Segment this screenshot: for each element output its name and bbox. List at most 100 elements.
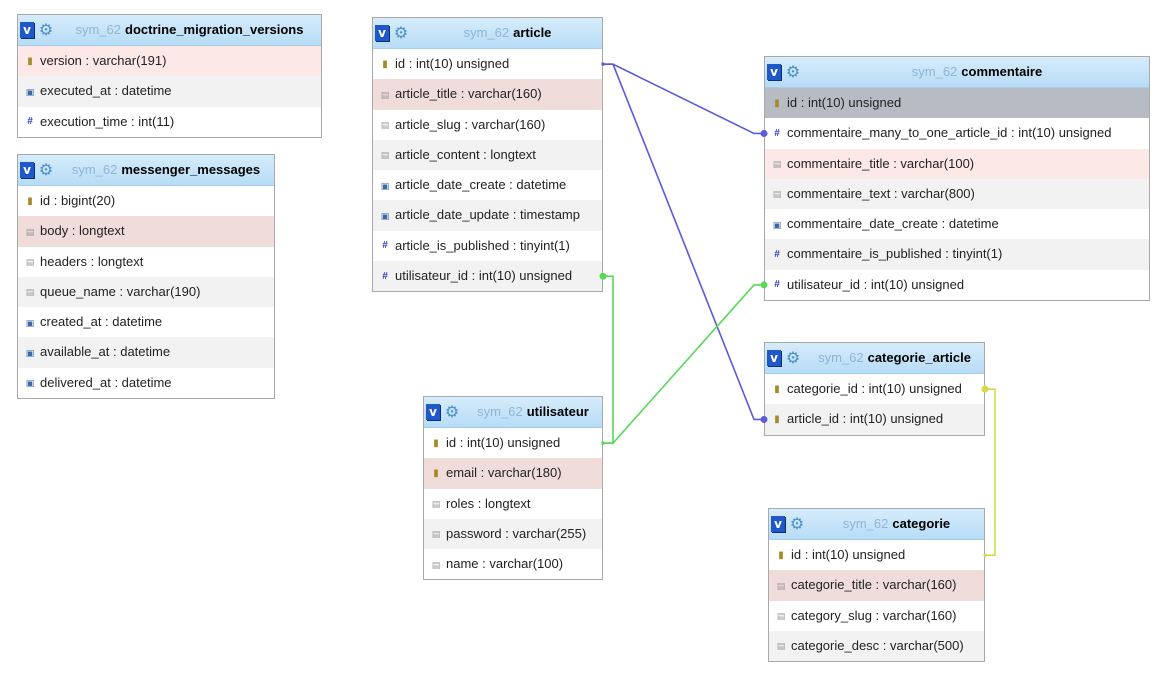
- primary-key-icon: ▮: [27, 55, 33, 67]
- column-row[interactable]: #utilisateur_id : int(10) unsigned: [373, 261, 602, 292]
- gear-icon[interactable]: ⚙: [393, 23, 409, 42]
- column-row[interactable]: ▤roles : longtext: [424, 489, 602, 519]
- column-row[interactable]: ▮id : int(10) unsigned: [765, 88, 1149, 119]
- column-row[interactable]: ▣ available_at : datetime: [18, 337, 274, 368]
- primary-key-icon: ▮: [774, 97, 780, 109]
- toggle-button[interactable]: v: [771, 516, 785, 532]
- column-row[interactable]: ▤categorie_title : varchar(160): [769, 570, 984, 601]
- column-row[interactable]: ▮version : varchar(191): [18, 46, 321, 77]
- database-name: sym_62: [842, 516, 889, 531]
- column-label: name : varchar(100): [446, 556, 564, 572]
- column-row[interactable]: ▮ id : int(10) unsigned: [424, 428, 602, 458]
- column-row[interactable]: ▮categorie_id : int(10) unsigned: [765, 374, 984, 404]
- toggle-button[interactable]: v: [426, 404, 440, 420]
- column-row[interactable]: ▤ category_slug : varchar(160): [769, 601, 984, 631]
- column-row[interactable]: #commentaire_is_published : tinyint(1): [765, 239, 1149, 270]
- database-name: sym_62: [75, 22, 122, 37]
- primary-key-icon: ▮: [433, 437, 439, 449]
- numeric-icon: #: [774, 249, 780, 261]
- column-row[interactable]: ▮id : bigint(20): [18, 186, 274, 216]
- text-icon: ▤: [25, 226, 35, 237]
- column-label: email : varchar(180): [446, 465, 562, 481]
- column-label: available_at : datetime: [40, 344, 171, 360]
- text-icon: ▤: [25, 287, 35, 298]
- gear-icon[interactable]: ⚙: [444, 402, 460, 421]
- column-row[interactable]: ▣article_date_create : datetime: [373, 170, 602, 200]
- column-row[interactable]: ▮id : int(10) unsigned: [373, 49, 602, 79]
- column-label: commentaire_title : varchar(100): [787, 155, 975, 171]
- numeric-icon: #: [774, 127, 780, 139]
- primary-key-icon: ▮: [27, 195, 33, 207]
- column-row[interactable]: ▤queue_name : varchar(190): [18, 276, 274, 308]
- column-row[interactable]: ▮id : int(10) unsigned: [769, 540, 984, 570]
- column-row[interactable]: #commentaire_many_to_one_article_id : in…: [765, 118, 1149, 148]
- column-row[interactable]: ▣article_date_update : timestamp: [373, 200, 602, 231]
- column-label: id : int(10) unsigned: [395, 56, 510, 71]
- column-row[interactable]: ▤password : varchar(255): [424, 518, 602, 550]
- datetime-icon: ▣: [380, 211, 390, 222]
- relation-line: [603, 63, 764, 135]
- text-icon: ▤: [380, 120, 390, 131]
- column-row[interactable]: ▤categorie_desc : varchar(500): [769, 630, 984, 662]
- column-row[interactable]: #execution_time : int(11): [18, 107, 321, 137]
- column-row[interactable]: ▤article_title : varchar(160): [373, 79, 602, 110]
- toggle-button[interactable]: v: [767, 64, 781, 80]
- column-row[interactable]: ▤article_slug : varchar(160): [373, 110, 602, 140]
- text-icon: ▤: [772, 159, 782, 170]
- column-row[interactable]: ▤ commentaire_title : varchar(100): [765, 148, 1149, 179]
- column-row[interactable]: ▤article_content : longtext: [373, 139, 602, 171]
- gear-icon[interactable]: ⚙: [38, 160, 54, 179]
- datetime-icon: ▣: [772, 219, 782, 230]
- column-label: article_date_create : datetime: [395, 177, 567, 193]
- column-row[interactable]: ▣commentaire_date_create : datetime: [765, 209, 1149, 239]
- column-row[interactable]: #article_is_published : tinyint(1): [373, 231, 602, 261]
- table-name: messenger_messages: [121, 162, 261, 177]
- toggle-button[interactable]: v: [375, 25, 389, 41]
- gear-icon[interactable]: ⚙: [789, 514, 805, 533]
- column-row[interactable]: ▤name : varchar(100): [424, 549, 602, 579]
- column-label: category_slug : varchar(160): [791, 607, 957, 623]
- table-name: article: [513, 25, 552, 40]
- column-row[interactable]: ▮article_id : int(10) unsigned: [765, 404, 984, 435]
- column-row[interactable]: #utilisateur_id : int(10) unsigned: [765, 270, 1149, 300]
- column-row[interactable]: ▤commentaire_text : varchar(800): [765, 178, 1149, 210]
- gear-icon[interactable]: ⚙: [38, 20, 54, 39]
- datetime-icon: ▣: [25, 348, 35, 359]
- gear-icon[interactable]: ⚙: [785, 62, 801, 81]
- column-row[interactable]: ▮email : varchar(180): [424, 458, 602, 489]
- toggle-button[interactable]: v: [20, 162, 34, 178]
- primary-key-icon: ▮: [778, 549, 784, 561]
- column-label: article_id : int(10) unsigned: [787, 411, 944, 427]
- toggle-button[interactable]: v: [20, 22, 34, 38]
- column-row[interactable]: ▤body : longtext: [18, 216, 274, 247]
- toggle-button[interactable]: v: [767, 350, 781, 366]
- column-label: utilisateur_id : int(10) unsigned: [395, 268, 573, 284]
- column-row[interactable]: ▣created_at : datetime: [18, 307, 274, 337]
- column-row[interactable]: ▣executed_at : datetime: [18, 76, 321, 107]
- numeric-icon: #: [774, 279, 780, 291]
- column-label: id : int(10) unsigned: [446, 435, 561, 450]
- column-row[interactable]: ▤headers : longtext: [18, 247, 274, 277]
- column-row[interactable]: ▣delivered_at : datetime: [18, 368, 274, 398]
- text-icon: ▤: [776, 611, 786, 622]
- numeric-icon: #: [382, 240, 388, 252]
- gear-icon[interactable]: ⚙: [785, 348, 801, 367]
- table-name: commentaire: [961, 64, 1043, 79]
